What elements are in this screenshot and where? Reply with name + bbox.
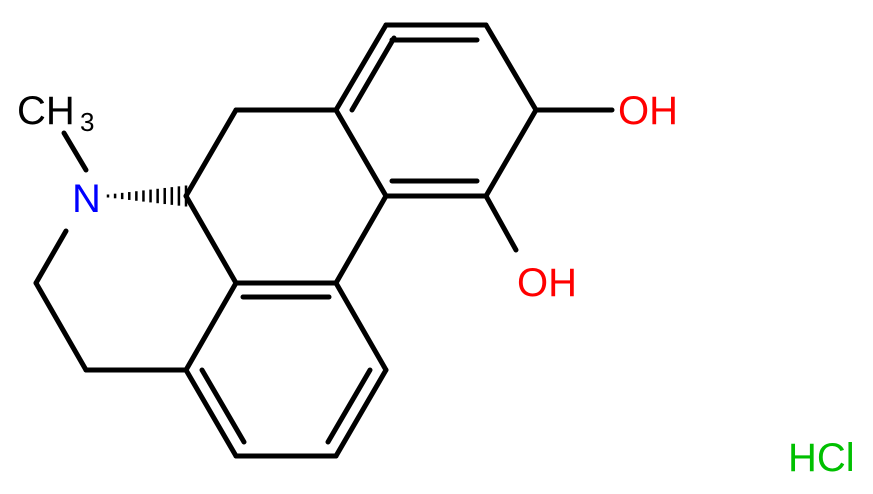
hydroxyl-label: OH bbox=[618, 89, 678, 133]
bond bbox=[183, 367, 239, 459]
bond bbox=[33, 280, 89, 373]
hydroxyl-label: OH bbox=[517, 261, 577, 305]
bond bbox=[333, 367, 389, 459]
hcl-salt-label: HCl bbox=[788, 436, 855, 480]
methyl-subscript: 3 bbox=[80, 107, 94, 137]
bond bbox=[483, 107, 539, 199]
bond bbox=[349, 35, 397, 113]
bond bbox=[325, 367, 373, 445]
nitrogen-label: N bbox=[72, 177, 101, 221]
bond bbox=[183, 280, 239, 373]
bond bbox=[333, 193, 389, 286]
methyl-label: CH bbox=[17, 89, 75, 133]
bond bbox=[483, 22, 539, 113]
bond bbox=[61, 130, 89, 173]
bond bbox=[33, 228, 69, 286]
bond bbox=[333, 22, 389, 113]
bond-lines bbox=[33, 22, 615, 459]
bond bbox=[199, 367, 247, 445]
bond bbox=[333, 107, 389, 199]
bond bbox=[483, 193, 519, 253]
bond bbox=[183, 193, 239, 286]
bond bbox=[183, 107, 239, 199]
hashed-wedge-bond bbox=[106, 185, 188, 207]
bond bbox=[333, 280, 389, 373]
atom-labels: OH OH N CH 3 HCl bbox=[17, 89, 855, 480]
